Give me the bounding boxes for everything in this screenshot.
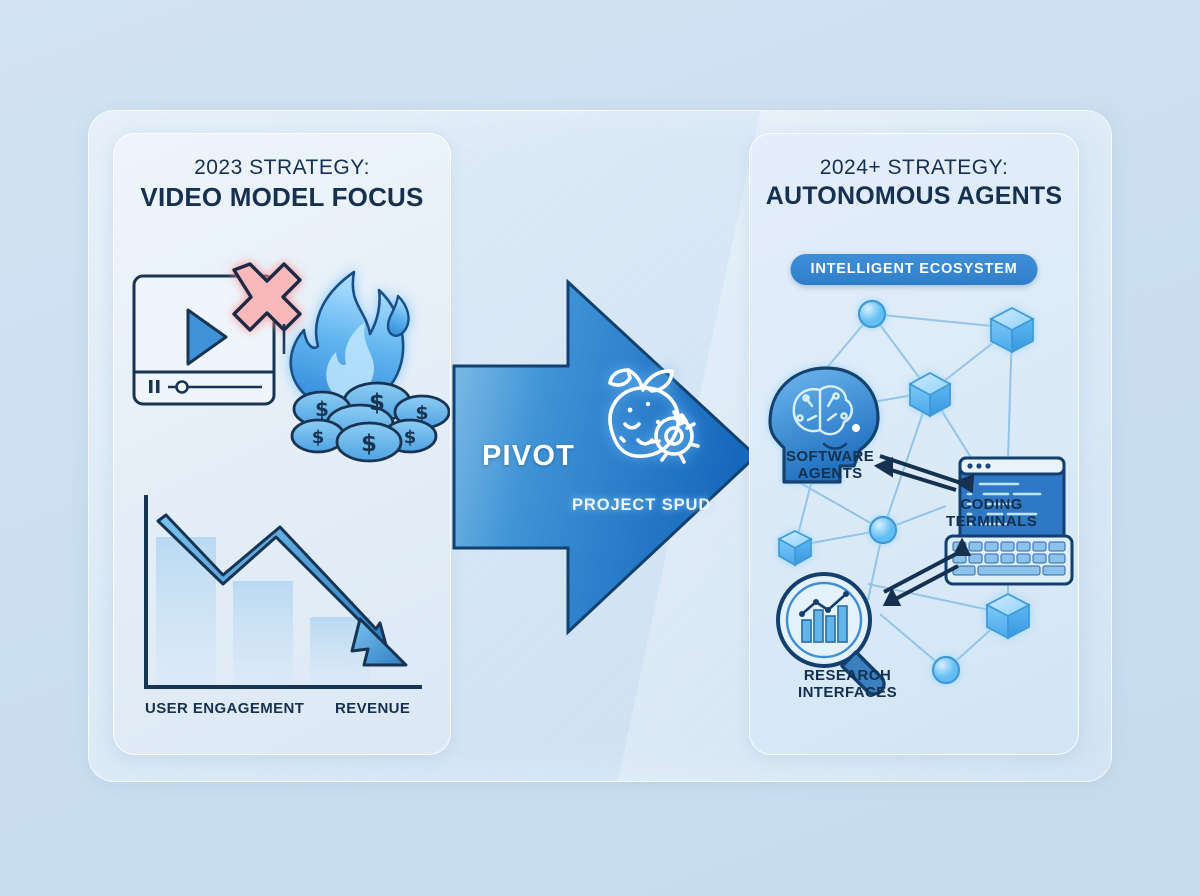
right-strategy-panel: 2024+ STRATEGY: AUTONOMOUS AGENTS INTELL… (749, 133, 1079, 755)
pivot-arrow: PIVOT PROJECT SPUD (440, 268, 770, 646)
node-label-coding-terminals: CODING TERMINALS (946, 496, 1038, 531)
svg-text:$: $ (361, 431, 377, 457)
agent-network-diagram (768, 299, 1074, 696)
svg-text:$: $ (312, 427, 325, 448)
svg-text:$: $ (404, 427, 417, 448)
chart-label-revenue: REVENUE (335, 700, 411, 717)
svg-text:$: $ (315, 397, 329, 421)
code-terminal-keyboard-icon (944, 456, 1074, 586)
status-badge: INTELLIGENT ECOSYSTEM (790, 254, 1038, 285)
bidirectional-arrows (873, 454, 975, 606)
magnifier-analytics-icon (776, 572, 886, 696)
left-panel-title: VIDEO MODEL FOCUS (140, 182, 424, 212)
right-panel-title: AUTONOMOUS AGENTS (765, 182, 1063, 210)
node-label-research-interfaces: RESEARCH INTERFACES (798, 667, 898, 702)
node-label-software-agents: SOFTWARE AGENTS (786, 448, 875, 483)
node-label-line1: RESEARCH (803, 667, 892, 684)
left-panel-subtitle: 2023 STRATEGY: (194, 156, 370, 179)
brain-head-icon (768, 366, 880, 484)
svg-text:$: $ (369, 390, 385, 416)
burning-money-icon: $ $ $ $ $ $ (290, 381, 450, 463)
network-circle-nodes (857, 299, 961, 685)
node-label-line1: SOFTWARE (786, 448, 875, 465)
svg-text:$: $ (415, 402, 428, 424)
node-label-line1: CODING (960, 496, 1023, 513)
chart-label-user-engagement: USER ENGAGEMENT (145, 700, 305, 717)
pivot-label: PIVOT (482, 440, 576, 472)
potato-gear-sprout-icon (608, 368, 700, 464)
node-label-line2: INTERFACES (798, 683, 898, 701)
declining-bar-chart-icon (144, 495, 422, 689)
red-x-icon (232, 262, 302, 332)
node-label-line2: AGENTS (797, 464, 863, 482)
project-spud-label: PROJECT SPUD (572, 496, 712, 514)
right-panel-subtitle: 2024+ STRATEGY: (819, 156, 1009, 179)
left-strategy-panel: 2023 STRATEGY: VIDEO MODEL FOCUS (113, 133, 451, 755)
network-cube-nodes (777, 306, 1035, 640)
video-model-illustration: $ $ $ $ $ $ (132, 262, 450, 463)
flame-icon (289, 270, 410, 409)
node-label-line2: TERMINALS (946, 512, 1038, 530)
